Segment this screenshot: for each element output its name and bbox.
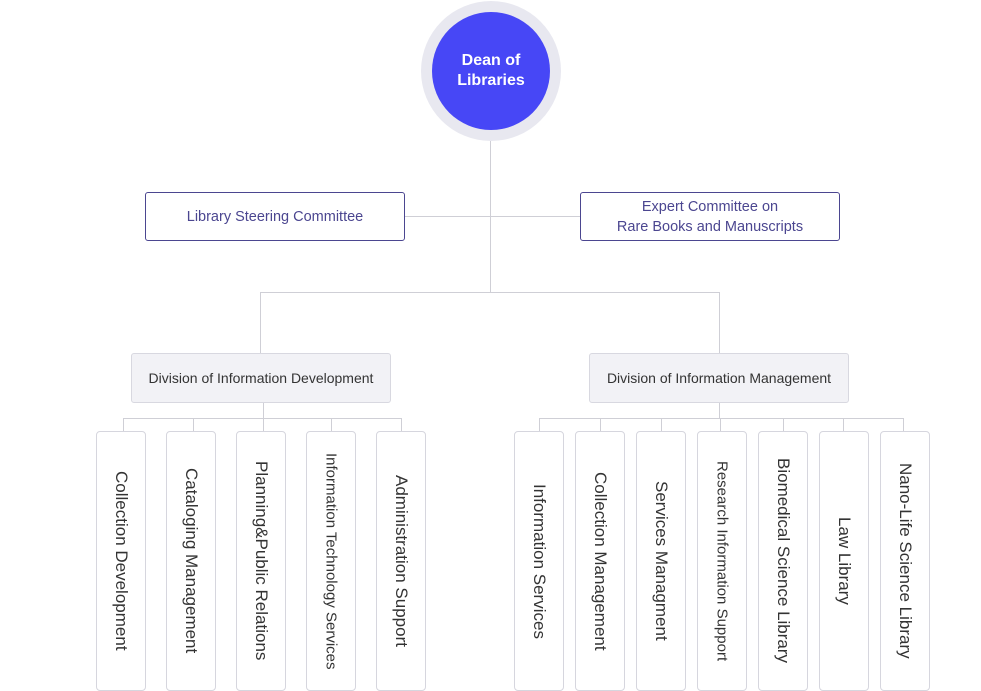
unit-label: Nano-Life Science Library	[896, 463, 915, 659]
unit-services-managment[interactable]: Services Managment	[636, 431, 686, 691]
expert-committee-node[interactable]: Expert Committee on Rare Books and Manus…	[580, 192, 840, 241]
unit-label: Information Services	[530, 483, 549, 639]
unit-label: Planning&Public Relations	[252, 461, 271, 661]
library-steering-committee-node[interactable]: Library Steering Committee	[145, 192, 405, 241]
unit-biomedical-science-library[interactable]: Biomedical Science Library	[758, 431, 808, 691]
unit-label: Services Managment	[652, 481, 671, 641]
unit-label: Collection Management	[591, 471, 610, 651]
unit-label: Biomedical Science Library	[774, 458, 793, 664]
unit-information-services[interactable]: Information Services	[514, 431, 564, 691]
unit-collection-management[interactable]: Collection Management	[575, 431, 625, 691]
unit-research-information-support[interactable]: Research Information Support	[697, 431, 747, 691]
unit-nano-life-science-library[interactable]: Nano-Life Science Library	[880, 431, 930, 691]
unit-collection-development[interactable]: Collection Development	[96, 431, 146, 691]
unit-planning-public-relations[interactable]: Planning&Public Relations	[236, 431, 286, 691]
unit-information-technology-services[interactable]: Information Technology Services	[306, 431, 356, 691]
unit-label: Collection Development	[112, 471, 131, 651]
unit-law-library[interactable]: Law Library	[819, 431, 869, 691]
unit-cataloging-management[interactable]: Cataloging Management	[166, 431, 216, 691]
dean-of-libraries-node[interactable]: Dean of Libraries	[432, 12, 550, 130]
division-information-development-node[interactable]: Division of Information Development	[131, 353, 391, 403]
unit-label: Law Library	[835, 517, 854, 605]
unit-administration-support[interactable]: Administration Support	[376, 431, 426, 691]
unit-label: Cataloging Management	[182, 468, 201, 654]
unit-label: Information Technology Services	[322, 452, 340, 670]
division-information-management-node[interactable]: Division of Information Management	[589, 353, 849, 403]
unit-label: Research Information Support	[713, 460, 731, 662]
unit-label: Administration Support	[392, 475, 411, 647]
